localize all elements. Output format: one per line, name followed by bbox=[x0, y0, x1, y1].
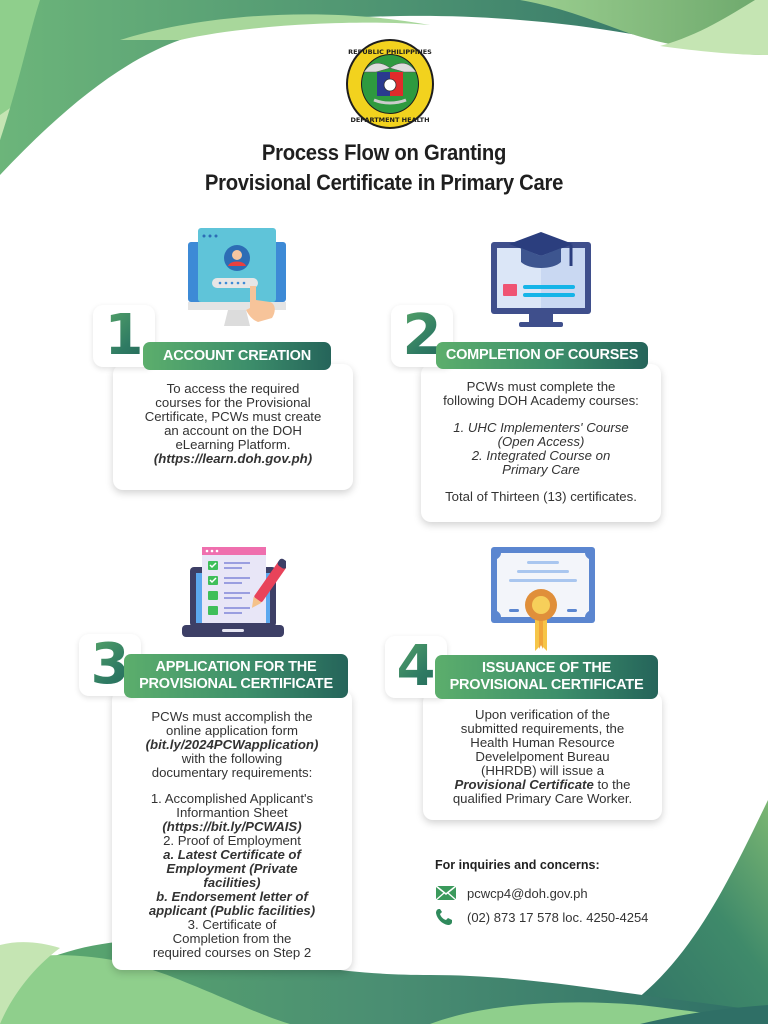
step-3-title-line-2: PROVISIONAL CERTIFICATE bbox=[139, 676, 333, 692]
svg-text:REPUBLIC PHILIPPINES: REPUBLIC PHILIPPINES bbox=[348, 48, 432, 56]
step-4-number: 4 bbox=[385, 636, 447, 698]
contact-section: For inquiries and concerns: pcwcp4@doh.g… bbox=[435, 858, 735, 926]
step-1-title: ACCOUNT CREATION bbox=[163, 347, 311, 364]
computer-login-icon bbox=[188, 228, 288, 337]
requirement-line: Informantion Sheet bbox=[176, 805, 288, 820]
step-1-line: To access the required bbox=[166, 381, 300, 396]
course-2: 2. Integrated Course on bbox=[471, 448, 611, 463]
step-4-title-line-2: PROVISIONAL CERTIFICATE bbox=[449, 677, 644, 693]
requirement-line: Employment (Private bbox=[166, 861, 298, 876]
page-title: Process Flow on Granting Provisional Cer… bbox=[31, 138, 738, 198]
course-1: 1. UHC Implementers' Course bbox=[453, 420, 629, 435]
requirement-line: Completion from the bbox=[172, 931, 292, 946]
requirement-line: a. Latest Certificate of bbox=[163, 847, 301, 862]
envelope-icon bbox=[435, 885, 457, 901]
phone-icon bbox=[436, 909, 452, 925]
step-4-number-box: 4 bbox=[385, 636, 447, 698]
step-4-line: (HHRDB) will issue a bbox=[480, 763, 605, 778]
provisional-certificate-emphasis: Provisional Certificate bbox=[454, 777, 594, 792]
requirement-line: 3. Certificate of bbox=[187, 917, 277, 932]
step-2-intro: following DOH Academy courses: bbox=[443, 393, 639, 408]
phone-row: (02) 873 17 578 loc. 4250-4254 bbox=[435, 908, 735, 926]
requirement-line: facilities) bbox=[203, 875, 261, 890]
requirement-line: 1. Accomplished Applicant's bbox=[150, 791, 314, 806]
step-4-line-rest: to the bbox=[593, 777, 631, 792]
requirement-line: required courses on Step 2 bbox=[152, 945, 312, 960]
step-2-intro: PCWs must complete the bbox=[466, 379, 616, 394]
step-4-line: qualified Primary Care Worker. bbox=[452, 791, 633, 806]
step-1-card: To access the required courses for the P… bbox=[113, 364, 353, 490]
step-3-number: 3 bbox=[79, 634, 141, 696]
step-4-line: Upon verification of the bbox=[475, 707, 610, 722]
step-1-number: 1 bbox=[93, 305, 155, 367]
svg-text:DEPARTMENT HEALTH: DEPARTMENT HEALTH bbox=[350, 116, 429, 124]
step-4-line: submitted requirements, the bbox=[460, 721, 625, 736]
course-1-detail: (Open Access) bbox=[497, 434, 585, 449]
course-2-detail: Primary Care bbox=[502, 462, 580, 477]
certificate-ribbon-icon bbox=[489, 545, 597, 662]
step-2-title: COMPLETION OF COURSES bbox=[445, 347, 639, 363]
pcwais-link[interactable]: (https://bit.ly/PCWAIS) bbox=[162, 819, 302, 834]
application-form-link[interactable]: (bit.ly/2024PCWapplication) bbox=[145, 737, 319, 752]
step-3-card: PCWs must accomplish the online applicat… bbox=[112, 690, 352, 970]
title-line-1: Process Flow on Granting bbox=[261, 140, 507, 165]
step-4-title-line-1: ISSUANCE OF THE bbox=[481, 660, 612, 676]
step-1-badge: ACCOUNT CREATION bbox=[143, 342, 331, 370]
contact-phone[interactable]: (02) 873 17 578 loc. 4250-4254 bbox=[467, 909, 649, 925]
laptop-checklist-icon bbox=[182, 545, 289, 646]
step-3-line: online application form bbox=[166, 723, 298, 738]
step-1-line: an account on the DOH bbox=[164, 423, 302, 438]
step-3-title-line-1: APPLICATION FOR THE bbox=[155, 659, 317, 675]
step-4-line: Develelpoment Bureau bbox=[475, 749, 610, 764]
step-2-badge: COMPLETION OF COURSES bbox=[436, 342, 648, 369]
step-1-line: eLearning Platform. bbox=[175, 437, 291, 452]
requirement-line: b. Endorsement letter of bbox=[156, 889, 308, 904]
contact-heading: For inquiries and concerns: bbox=[435, 858, 600, 872]
step-4-badge: ISSUANCE OF THE PROVISIONAL CERTIFICATE bbox=[435, 655, 658, 699]
doh-seal-logo: REPUBLIC PHILIPPINES DEPARTMENT HEALTH bbox=[344, 38, 436, 130]
requirement-line: 2. Proof of Employment bbox=[163, 833, 301, 848]
graduation-monitor-icon bbox=[489, 230, 593, 335]
step-4-line: Provisional Certificate to the bbox=[423, 778, 662, 792]
step-2-card: PCWs must complete the following DOH Aca… bbox=[421, 364, 661, 522]
step-2-number: 2 bbox=[391, 305, 453, 367]
step-3-badge: APPLICATION FOR THE PROVISIONAL CERTIFIC… bbox=[124, 654, 348, 698]
step-4-line: Health Human Resource bbox=[470, 735, 615, 750]
email-row: pcwcp4@doh.gov.ph bbox=[435, 884, 735, 902]
step-1-line: Certificate, PCWs must create bbox=[144, 409, 322, 424]
step-1-line: courses for the Provisional bbox=[155, 395, 311, 410]
contact-email[interactable]: pcwcp4@doh.gov.ph bbox=[467, 885, 588, 901]
step-3-line: with the following bbox=[181, 751, 283, 766]
step-3-line: PCWs must accomplish the bbox=[151, 709, 313, 724]
certificates-total: Total of Thirteen (13) certificates. bbox=[445, 489, 637, 504]
requirement-line: applicant (Public facilities) bbox=[148, 903, 316, 918]
title-line-2: Provisional Certificate in Primary Care bbox=[204, 170, 564, 195]
step-3-line: documentary requirements: bbox=[151, 765, 313, 780]
step-4-card: Upon verification of the submitted requi… bbox=[423, 692, 662, 820]
elearning-link[interactable]: (https://learn.doh.gov.ph) bbox=[153, 451, 313, 466]
